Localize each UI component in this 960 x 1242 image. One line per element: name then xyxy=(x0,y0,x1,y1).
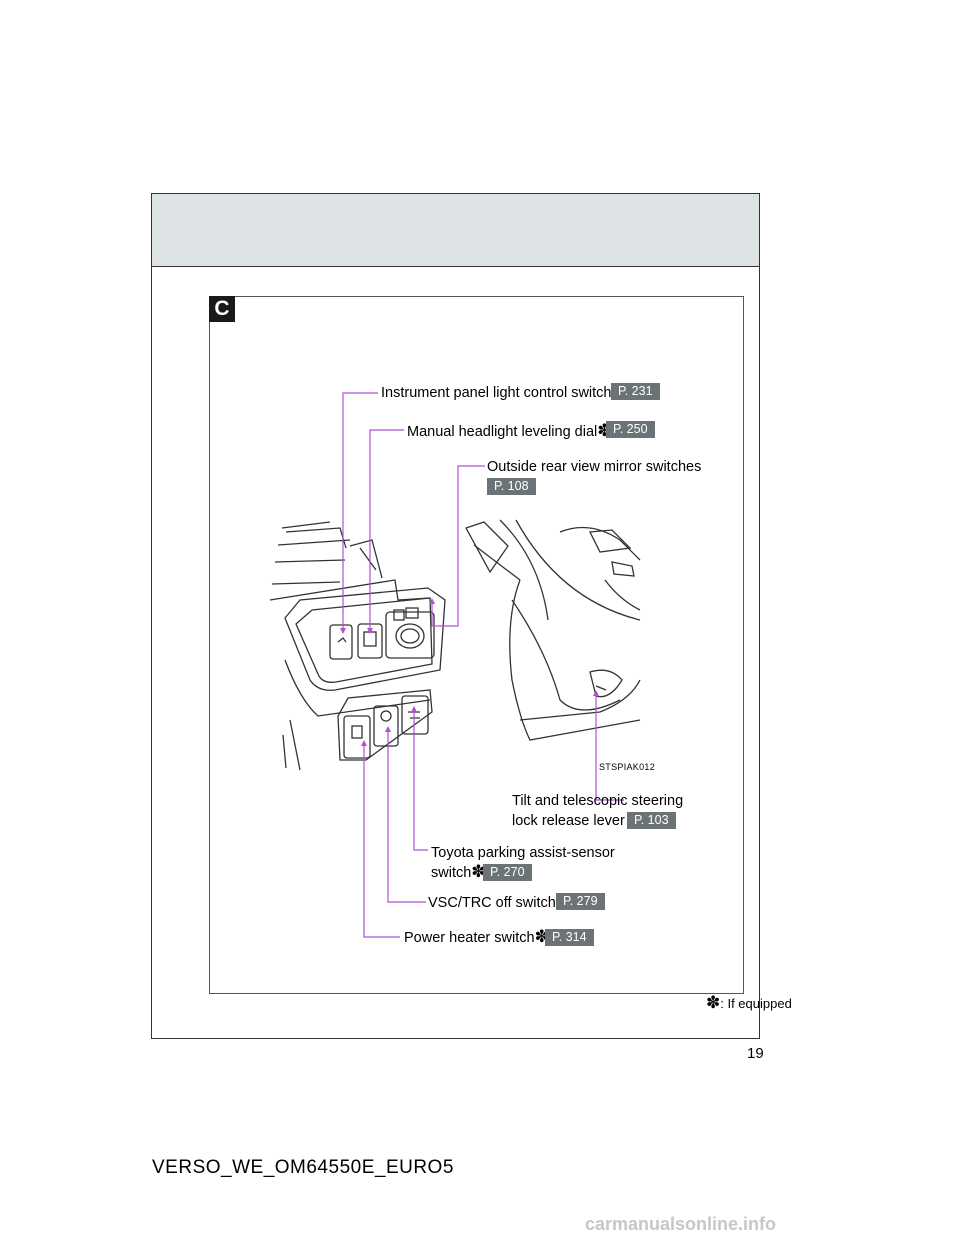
mirror-switches-ref[interactable]: P. 108 xyxy=(487,478,536,495)
asterisk-icon: ✽ xyxy=(471,862,486,881)
header-band xyxy=(152,194,759,267)
page-frame xyxy=(151,193,760,1039)
power-heater-label: Power heater switch✽ xyxy=(404,927,549,946)
tilt-telescopic-label-line1: Tilt and telescopic steering xyxy=(512,793,684,809)
parking-assist-ref[interactable]: P. 270 xyxy=(483,864,532,881)
instrument-panel-ref[interactable]: P. 231 xyxy=(611,383,660,400)
instrument-panel-label: Instrument panel light control switch xyxy=(381,385,612,401)
headlight-leveling-ref[interactable]: P. 250 xyxy=(606,421,655,438)
parking-assist-label-line2: switch✽ xyxy=(431,862,486,881)
headlight-leveling-label: Manual headlight leveling dial✽ xyxy=(407,421,612,440)
document-name: VERSO_WE_OM64550E_EURO5 xyxy=(152,1157,454,1178)
page-number: 19 xyxy=(747,1045,764,1062)
illustration-code: STSPIAK012 xyxy=(599,762,656,772)
watermark: carmanualsonline.info xyxy=(585,1214,777,1234)
footnote: ✽: If equipped xyxy=(706,993,792,1012)
asterisk-icon: ✽ xyxy=(706,993,721,1012)
power-heater-ref[interactable]: P. 314 xyxy=(545,929,594,946)
tilt-telescopic-label-line2: lock release lever xyxy=(512,813,625,829)
tilt-telescopic-ref[interactable]: P. 103 xyxy=(627,812,676,829)
vsc-trc-label: VSC/TRC off switch xyxy=(428,895,556,911)
parking-assist-label-line1: Toyota parking assist-sensor xyxy=(431,845,615,861)
mirror-switches-label: Outside rear view mirror switches xyxy=(487,459,702,475)
section-tag: C xyxy=(209,296,235,322)
illustration-box xyxy=(209,296,744,994)
vsc-trc-ref[interactable]: P. 279 xyxy=(556,893,605,910)
